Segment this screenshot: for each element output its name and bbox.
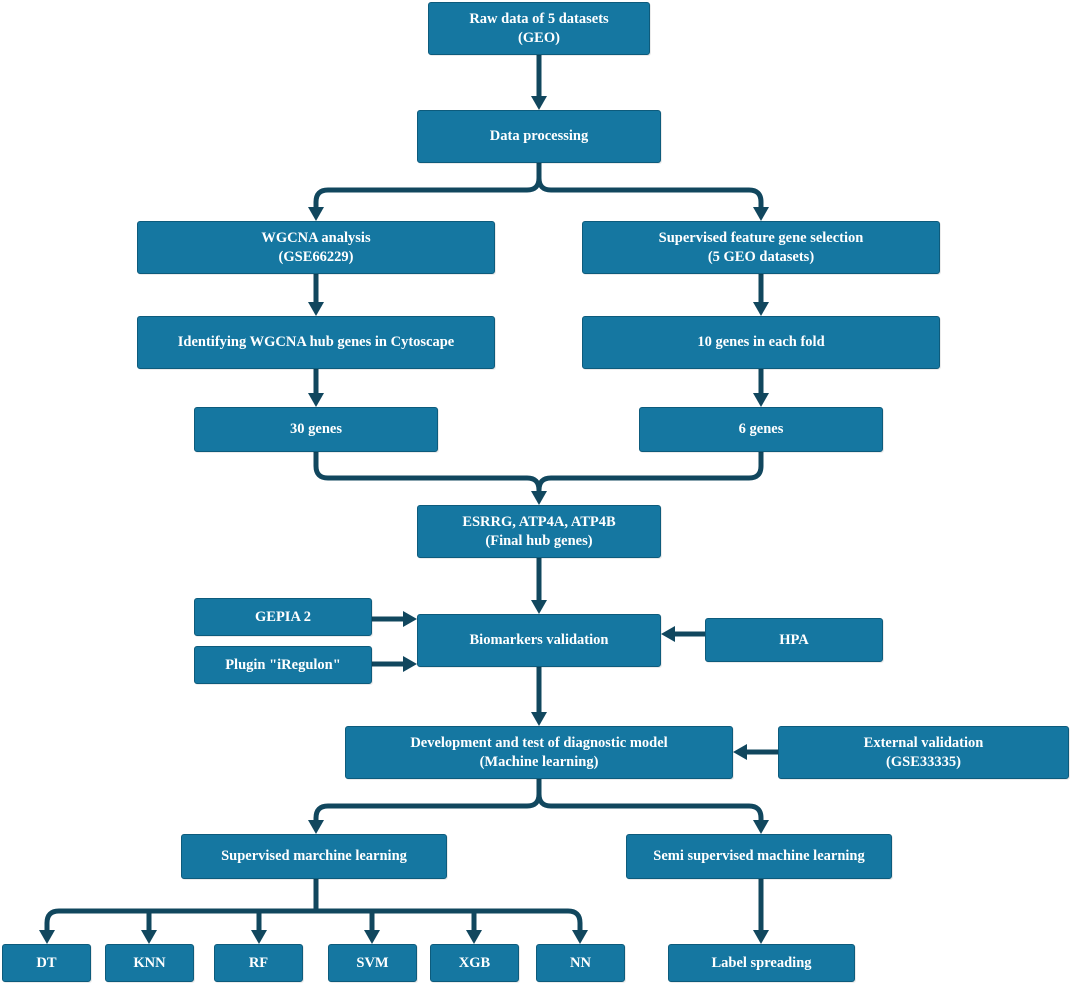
connector-model-left-head xyxy=(308,820,324,834)
identifying-hub-label: Identifying WGCNA hub genes in Cytoscape xyxy=(177,334,455,350)
hpa-box: HPA xyxy=(705,618,883,662)
hpa-label: HPA xyxy=(779,631,809,648)
connector-supervised-to-fold-head xyxy=(753,302,769,316)
supervised-ml-label: Supervised marchine learning xyxy=(221,848,407,864)
external-validation-line1: External validation xyxy=(863,734,984,751)
raw-data-box: Raw data of 5 datasets (GEO) xyxy=(428,2,650,55)
genes-each-fold-label: 10 genes in each fold xyxy=(697,334,825,350)
wgcna-analysis-line1: WGCNA analysis xyxy=(261,229,371,246)
semi-supervised-ml-box: Semi supervised machine learning xyxy=(626,834,892,879)
connector-to-rf-head xyxy=(251,930,267,944)
external-validation-line2: (GSE33335) xyxy=(886,753,961,770)
connector-processing-split-right xyxy=(536,177,764,209)
svm-label: SVM xyxy=(356,954,389,971)
rf-box: RF xyxy=(214,944,303,982)
gepia2-box: GEPIA 2 xyxy=(194,598,372,636)
nn-label: NN xyxy=(570,954,591,971)
connector-to-knn-head xyxy=(141,930,157,944)
connector-to-dt-head xyxy=(39,930,55,944)
diagnostic-model-box: Development and test of diagnostic model… xyxy=(345,726,733,779)
supervised-ml-box: Supervised marchine learning xyxy=(181,834,447,879)
connector-model-split xyxy=(313,779,542,822)
wgcna-analysis-line2: (GSE66229) xyxy=(278,248,354,265)
iregulon-box: Plugin "iRegulon" xyxy=(194,646,372,684)
connector-processing-split xyxy=(313,163,542,209)
supervised-feature-line2: (5 GEO datasets) xyxy=(707,248,815,265)
label-spreading-box: Label spreading xyxy=(668,944,855,982)
diagnostic-model-line1: Development and test of diagnostic model xyxy=(410,734,668,751)
connector-to-xgb-head xyxy=(466,930,482,944)
label-spreading-label: Label spreading xyxy=(711,954,812,971)
connector-external-to-model-head xyxy=(733,744,747,760)
nn-box: NN xyxy=(536,944,625,982)
data-processing-label: Data processing xyxy=(489,128,589,144)
connector-split-right-head xyxy=(753,207,769,221)
raw-data-line1: Raw data of 5 datasets xyxy=(469,10,609,27)
connector-semi-to-label-spreading-head xyxy=(753,930,769,944)
genes-6-label: 6 genes xyxy=(738,421,784,437)
connector-final-to-biomarkers-head xyxy=(531,600,547,614)
connector-to-svm-head xyxy=(364,930,380,944)
connector-gepia2-to-biomarkers-head xyxy=(403,611,417,627)
identifying-hub-box: Identifying WGCNA hub genes in Cytoscape xyxy=(137,316,495,369)
genes-each-fold-box: 10 genes in each fold xyxy=(582,316,940,369)
biomarkers-validation-box: Biomarkers validation xyxy=(417,614,661,667)
connector-fold-to-6-head xyxy=(753,393,769,407)
supervised-feature-box: Supervised feature gene selection (5 GEO … xyxy=(582,221,940,274)
connector-model-right-head xyxy=(753,820,769,834)
connector-identifying-to-30-head xyxy=(308,393,324,407)
connector-to-nn-head xyxy=(572,930,588,944)
dt-box: DT xyxy=(2,944,91,982)
rf-label: RF xyxy=(248,954,269,971)
knn-label: KNN xyxy=(133,954,166,971)
diagnostic-model-line2: (Machine learning) xyxy=(479,753,599,770)
connector-wgcna-to-identifying-head xyxy=(308,302,324,316)
supervised-feature-line1: Supervised feature gene selection xyxy=(658,229,864,246)
connector-hpa-to-biomarkers-head xyxy=(661,626,675,642)
wgcna-analysis-box: WGCNA analysis (GSE66229) xyxy=(137,221,495,274)
genes-30-box: 30 genes xyxy=(194,407,438,452)
semi-supervised-ml-label: Semi supervised machine learning xyxy=(653,848,865,864)
connector-split-left-head xyxy=(308,207,324,221)
connector-merge-head xyxy=(531,491,547,505)
final-hub-line1: ESRRG, ATP4A, ATP4B xyxy=(462,513,616,530)
connector-merge-right xyxy=(536,452,764,491)
connector-model-split-right xyxy=(536,793,764,822)
dt-label: DT xyxy=(36,954,57,971)
connector-merge-left xyxy=(313,452,542,493)
connector-supervised-bus xyxy=(44,908,583,924)
xgb-box: XGB xyxy=(430,944,519,982)
connector-raw-to-processing-head xyxy=(531,96,547,110)
raw-data-line2: (GEO) xyxy=(518,29,560,46)
genes-30-label: 30 genes xyxy=(290,421,342,437)
knn-box: KNN xyxy=(105,944,194,982)
connector-biomarkers-to-model-head xyxy=(531,712,547,726)
final-hub-genes-box: ESRRG, ATP4A, ATP4B (Final hub genes) xyxy=(417,505,661,558)
external-validation-box: External validation (GSE33335) xyxy=(778,726,1069,779)
data-processing-box: Data processing xyxy=(417,110,661,163)
xgb-label: XGB xyxy=(458,954,491,971)
gepia2-label: GEPIA 2 xyxy=(255,608,311,625)
final-hub-line2: (Final hub genes) xyxy=(485,532,593,549)
iregulon-label: Plugin "iRegulon" xyxy=(225,656,341,673)
biomarkers-validation-label: Biomarkers validation xyxy=(469,632,609,648)
genes-6-box: 6 genes xyxy=(639,407,883,452)
connector-iregulon-to-biomarkers-head xyxy=(403,656,417,672)
svm-box: SVM xyxy=(328,944,417,982)
